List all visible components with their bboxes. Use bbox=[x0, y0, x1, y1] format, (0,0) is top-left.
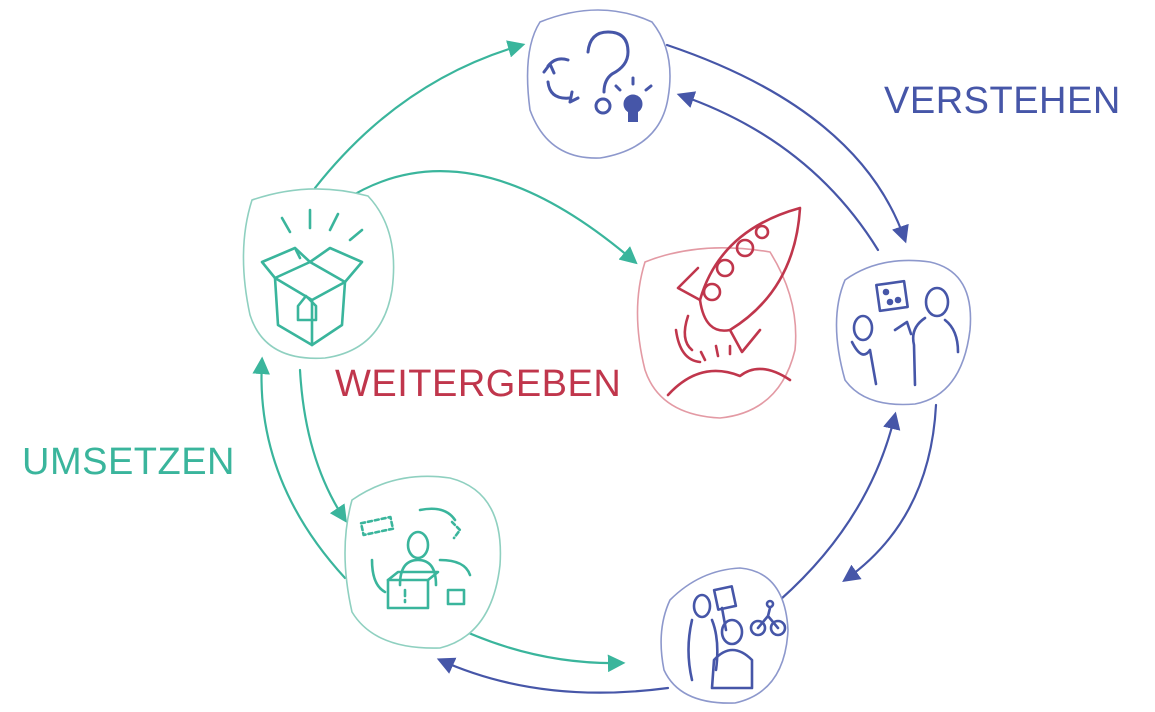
node-rocket-blob bbox=[636, 246, 797, 419]
arrow-person-to-box bbox=[252, 356, 347, 580]
question-lightbulb-icon bbox=[542, 30, 653, 122]
arrow-box-to-rocket bbox=[343, 170, 638, 265]
verstehen-label: VERSTEHEN bbox=[884, 80, 1121, 122]
arrow-box-to-person bbox=[298, 368, 347, 523]
node-city bbox=[660, 567, 789, 704]
node-box bbox=[242, 188, 395, 360]
arrow-city-to-person bbox=[436, 657, 670, 694]
rocket-icon bbox=[666, 206, 802, 397]
umsetzen-label: UMSETZEN bbox=[22, 441, 235, 483]
node-person-blob bbox=[344, 475, 502, 649]
arrow-dice-to-city bbox=[842, 403, 938, 583]
connector-arrows bbox=[252, 40, 938, 694]
arrow-question-to-dice bbox=[665, 43, 909, 244]
arrow-person-to-city bbox=[460, 628, 626, 673]
person-box-cycle-icon bbox=[359, 507, 472, 610]
arrow-city-to-dice bbox=[778, 411, 901, 602]
weitergeben-label: WEITERGEBEN bbox=[335, 363, 622, 405]
node-box-blob bbox=[242, 188, 395, 360]
open-box-icon bbox=[260, 208, 364, 347]
node-dice bbox=[835, 259, 972, 406]
node-person bbox=[344, 475, 502, 649]
arrow-box-to-question bbox=[313, 40, 526, 190]
node-rocket bbox=[636, 206, 802, 419]
node-dice-blob bbox=[835, 259, 972, 406]
node-question bbox=[526, 9, 671, 159]
people-dice-icon bbox=[850, 279, 960, 387]
node-city-blob bbox=[660, 567, 789, 704]
people-city-bike-icon bbox=[687, 585, 787, 690]
arrow-dice-to-question bbox=[676, 91, 880, 252]
